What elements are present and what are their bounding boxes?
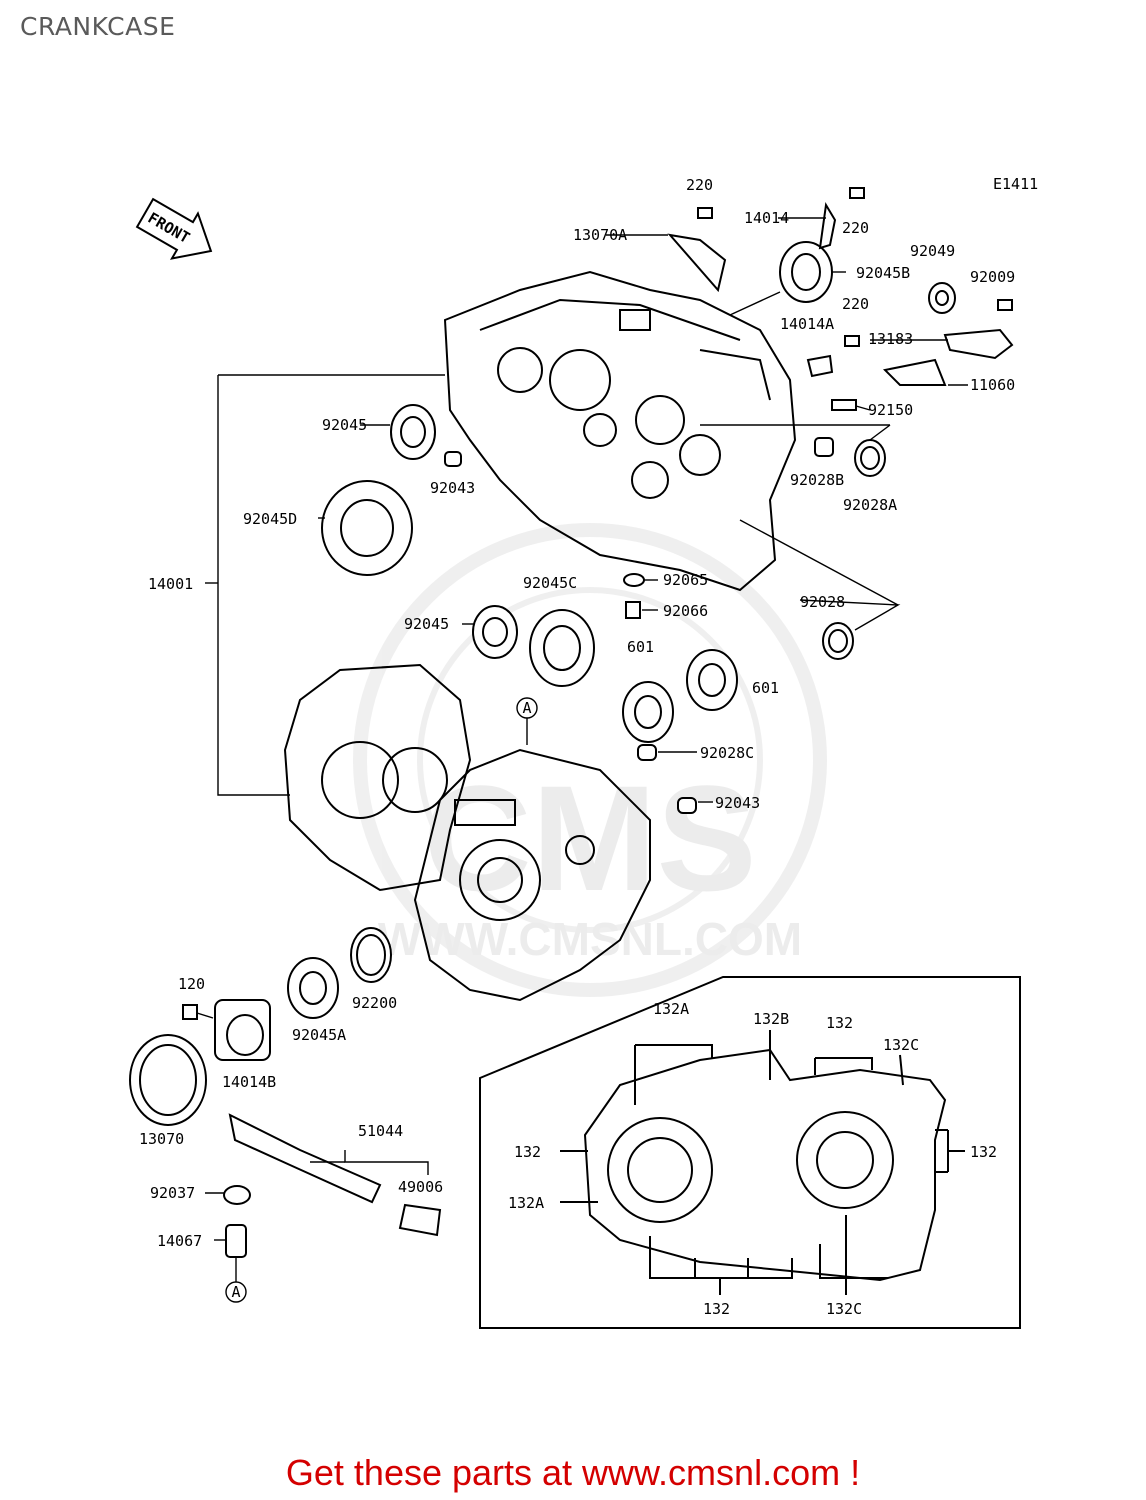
label-92066: 92066 (663, 602, 708, 620)
label-132a: 132A (508, 1194, 544, 1212)
front-arrow-icon: FRONT (135, 197, 213, 260)
bearings (129, 187, 1014, 1258)
exploded-parts-diagram: CMS WWW.CMSNL.COM FRONT E1411 (129, 175, 1038, 1329)
bearing-92045d (321, 480, 413, 576)
inset-box (479, 976, 1021, 1329)
label-14014a: 14014A (780, 315, 834, 333)
label-132: 132 (970, 1143, 997, 1161)
label-49006: 49006 (398, 1178, 443, 1196)
label-132b: 132B (753, 1010, 789, 1028)
plug-92066 (625, 601, 641, 619)
label-92028: 92028 (800, 593, 845, 611)
marker-a: A (231, 1283, 240, 1301)
bearing-92045-mid (472, 605, 518, 659)
hose-51044 (228, 1113, 382, 1204)
label-601: 601 (627, 638, 654, 656)
part-labels: 220 14014 220 13070A 92045B 92049 92009 … (139, 176, 1015, 1318)
label-220: 220 (842, 295, 869, 313)
plug-92028b (814, 437, 834, 457)
label-92028a: 92028A (843, 496, 897, 514)
plate-14014b (214, 999, 271, 1061)
ring-92049 (928, 282, 956, 314)
label-13070a: 13070A (573, 226, 627, 244)
marker-a: A (522, 699, 531, 717)
label-92045: 92045 (404, 615, 449, 633)
label-132a: 132A (653, 1000, 689, 1018)
label-132: 132 (826, 1014, 853, 1032)
label-14014b: 14014B (222, 1073, 276, 1091)
bearing-92045c (529, 609, 595, 687)
bracket-14014a (806, 354, 834, 378)
bracket-14014 (818, 202, 837, 250)
dowel-92043a (444, 451, 462, 467)
label-132: 132 (703, 1300, 730, 1318)
watermark-logo-text: CMS (423, 754, 756, 922)
label-92045d: 92045D (243, 510, 297, 528)
label-92045: 92045 (322, 416, 367, 434)
fitting-14067 (225, 1224, 247, 1258)
label-601: 601 (752, 679, 779, 697)
label-92028b: 92028B (790, 471, 844, 489)
label-120: 120 (178, 975, 205, 993)
parts-link-banner[interactable]: Get these parts at www.cmsnl.com ! (285, 1452, 861, 1493)
bracket-13183 (943, 328, 1014, 360)
watermark-url-text: WWW.CMSNL.COM (378, 913, 802, 965)
label-92049: 92049 (910, 242, 955, 260)
label-92009: 92009 (970, 268, 1015, 286)
seal-92200 (350, 927, 392, 983)
label-92045a: 92045A (292, 1026, 346, 1044)
cap-49006 (398, 1203, 442, 1237)
label-92043: 92043 (430, 479, 475, 497)
label-220: 220 (686, 176, 713, 194)
ring-92028a (854, 439, 886, 477)
label-14014: 14014 (744, 209, 789, 227)
bolt-92150 (831, 399, 857, 411)
label-92028c: 92028C (700, 744, 754, 762)
bracket-13070a (667, 233, 727, 293)
label-13070: 13070 (139, 1130, 184, 1148)
label-11060: 11060 (970, 376, 1015, 394)
label-220: 220 (842, 219, 869, 237)
dowel-92043b (677, 797, 697, 814)
bolt-120 (182, 1004, 198, 1020)
clamp-92037 (223, 1185, 251, 1205)
label-92150: 92150 (868, 401, 913, 419)
label-92045b: 92045B (856, 264, 910, 282)
label-92037: 92037 (150, 1184, 195, 1202)
bearing-92045-upper (390, 404, 436, 460)
label-132c: 132C (826, 1300, 862, 1318)
label-13183: 13183 (868, 330, 913, 348)
label-14001: 14001 (148, 575, 193, 593)
bolt-220 (697, 187, 1013, 347)
diagram-code: E1411 (993, 175, 1038, 193)
label-132: 132 (514, 1143, 541, 1161)
dowel-92028c (637, 744, 657, 761)
label-132c: 132C (883, 1036, 919, 1054)
label-92200: 92200 (352, 994, 397, 1012)
label-92043: 92043 (715, 794, 760, 812)
bearing-92045a (287, 957, 339, 1019)
lower-crankcase (283, 663, 651, 1002)
label-92045c: 92045C (523, 574, 577, 592)
washer-92065 (623, 573, 645, 587)
label-92065: 92065 (663, 571, 708, 589)
leader-lines (196, 217, 968, 1303)
label-14067: 14067 (157, 1232, 202, 1250)
bearing-601a (622, 681, 674, 743)
upper-crankcase (443, 270, 797, 592)
seal-13070 (129, 1034, 207, 1126)
page-title: CRANKCASE (20, 12, 176, 41)
bracket-11060 (882, 358, 947, 386)
bearing-601b (686, 649, 738, 711)
bearing-92045b (779, 241, 833, 303)
watermark: CMS WWW.CMSNL.COM (353, 523, 827, 997)
label-51044: 51044 (358, 1122, 403, 1140)
ring-92028 (822, 622, 854, 660)
